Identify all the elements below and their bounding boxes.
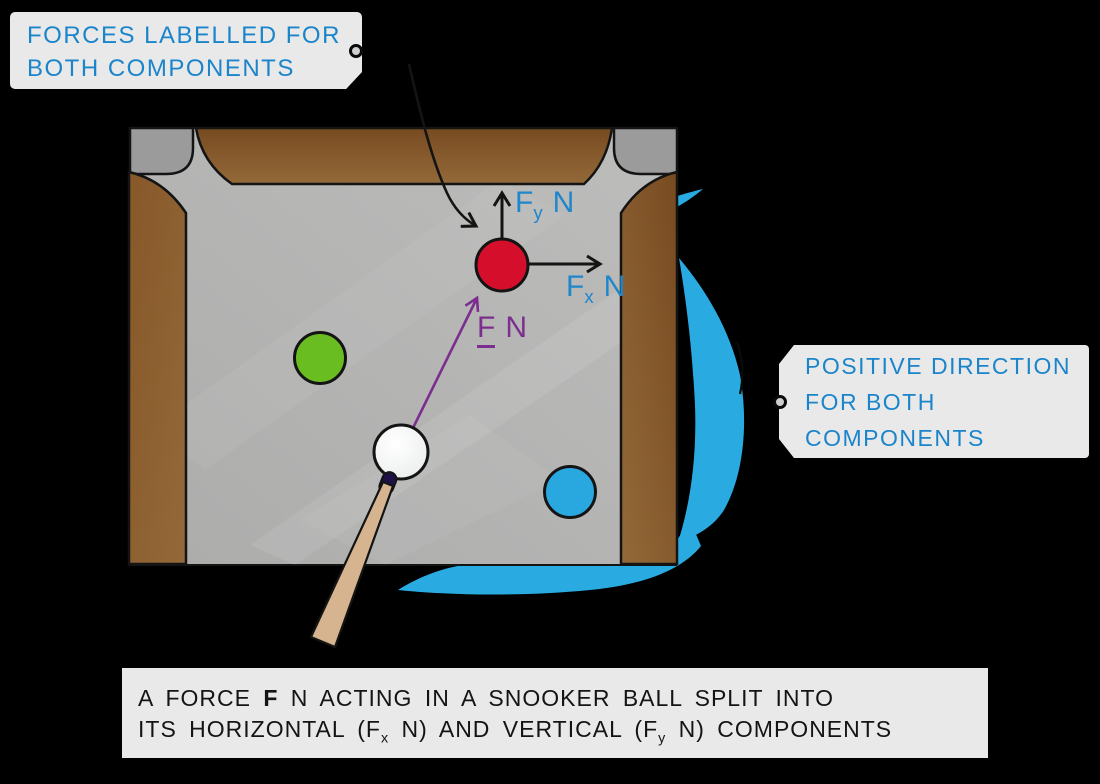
force-unit: N <box>505 311 527 344</box>
corner-pocket-left <box>128 126 195 176</box>
caption-force-symbol: F <box>263 685 279 711</box>
green-ball <box>293 331 347 385</box>
fx-symbol: F <box>566 270 585 303</box>
fy-unit: N <box>552 186 575 219</box>
tag-hole-icon <box>773 395 787 409</box>
fy-symbol: F <box>515 186 534 219</box>
swoosh-bottom-band <box>398 520 701 595</box>
corner-pocket-right <box>612 126 679 176</box>
cue-shaft <box>309 480 395 649</box>
caption-fy-subscript: y <box>658 730 667 747</box>
callout-forces-line2: BOTH COMPONENTS <box>27 55 295 82</box>
caption-line2: ITS HORIZONTAL (Fx N) AND VERTICAL (Fy N… <box>138 716 893 747</box>
callout-positive-line2: FOR BOTH <box>805 389 936 415</box>
cue-ball <box>372 423 430 481</box>
swoosh-crease-line <box>735 341 744 395</box>
callout-forces-line1: FORCES LABELLED FOR <box>27 22 341 49</box>
cue-stick <box>309 471 398 649</box>
table-rail-left <box>127 170 188 566</box>
swoosh-right-arc <box>678 258 745 542</box>
figure-caption: A FORCE F N ACTING IN A SNOOKER BALL SPL… <box>122 668 988 758</box>
annotation-arrow <box>407 63 479 228</box>
callout-positive-line3: COMPONENTS <box>805 425 985 451</box>
force-arrow <box>411 295 480 429</box>
force-symbol: F <box>477 311 496 348</box>
callout-forces-labelled: FORCES LABELLED FOR BOTH COMPONENTS <box>10 12 362 89</box>
table-rail-right <box>619 170 679 566</box>
callout-positive-direction: POSITIVE DIRECTION FOR BOTH COMPONENTS <box>779 345 1089 458</box>
swoosh-top-sliver <box>677 189 703 207</box>
tag-hole-icon <box>349 44 363 58</box>
fy-subscript: y <box>533 202 543 223</box>
callout-positive-line1: POSITIVE DIRECTION <box>805 353 1071 379</box>
fx-subscript: x <box>584 286 594 307</box>
caption-fx-subscript: x <box>380 730 390 747</box>
red-ball <box>474 237 530 293</box>
blue-swoosh <box>398 189 745 595</box>
fx-unit: N <box>603 270 626 303</box>
caption-line1: A FORCE F N ACTING IN A SNOOKER BALL SPL… <box>138 685 835 711</box>
table-rail-top <box>194 126 614 186</box>
blue-ball <box>543 465 597 519</box>
